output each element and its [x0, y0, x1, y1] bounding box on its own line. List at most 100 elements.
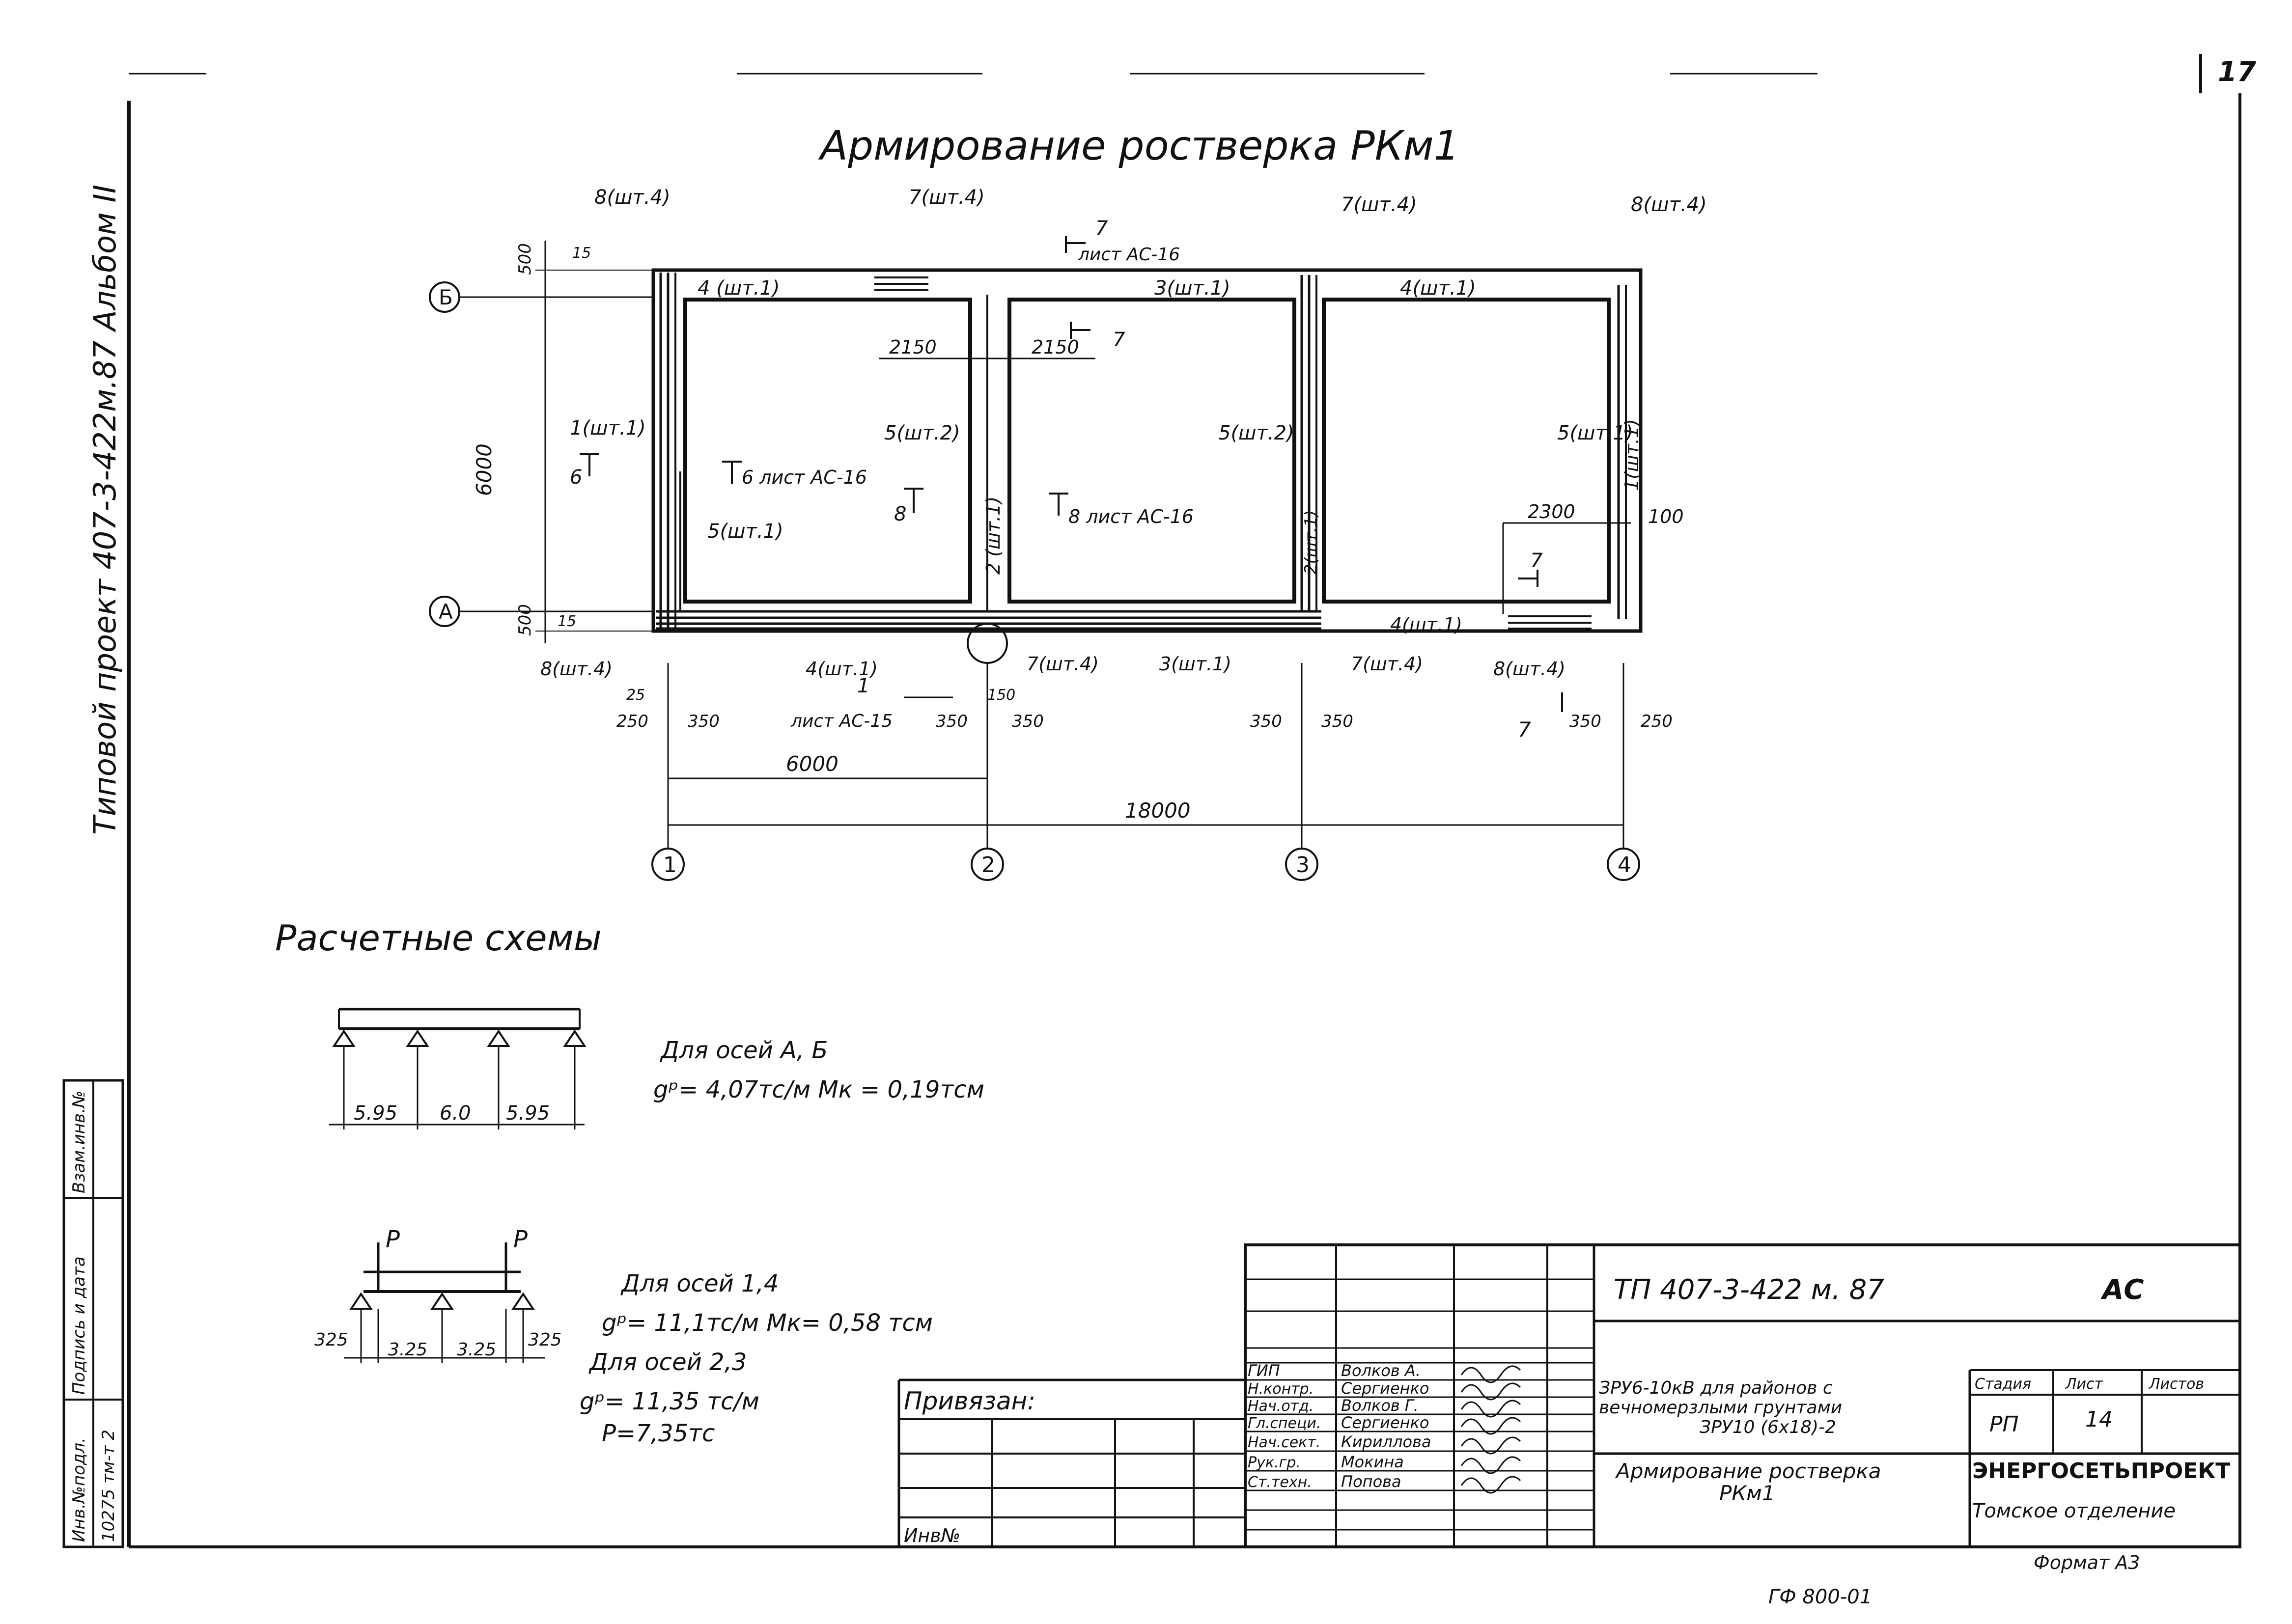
- mark-5-mid-1: 5(шт.2): [884, 422, 960, 444]
- dim-350-6: 350: [1569, 712, 1601, 731]
- title-block: [897, 1243, 2241, 1548]
- section-8-sheet: 8 лист АС-16: [1068, 506, 1194, 527]
- dim-25: 25: [626, 687, 645, 704]
- dim-2150-right: 2150: [1032, 336, 1079, 358]
- mark-4-top-1: 4 (шт.1): [698, 277, 780, 300]
- axis-number-3: 3: [1296, 853, 1310, 878]
- section-6-left: 6: [570, 466, 582, 489]
- tb-name-1: Волков А.: [1341, 1361, 1421, 1380]
- dim-6000-horizontal: 6000: [786, 752, 839, 776]
- mark-3-bottom: 3(шт.1): [1159, 653, 1231, 675]
- dim-18000: 18000: [1125, 798, 1191, 823]
- scheme1-span-1: 5.95: [354, 1102, 397, 1125]
- tb-role-4: Гл.специ.: [1248, 1415, 1321, 1432]
- tb-section: АС: [2100, 1274, 2144, 1306]
- scheme2-load-14: gᵖ= 11,1тс/м Мк= 0,58 тсм: [602, 1309, 933, 1337]
- scheme1-axes: Для осей А, Б: [660, 1037, 828, 1064]
- section-markers: [580, 236, 1563, 712]
- mark-1-right: 1(шт.1): [1621, 419, 1643, 491]
- tb-company: ЭНЕРГОСЕТЬПРОЕКТ: [1972, 1459, 2230, 1484]
- tb-sheet: 14: [2085, 1407, 2113, 1432]
- mark-2-vertical: 2 (шт.1): [982, 496, 1004, 575]
- tb-inv: Инв№: [904, 1525, 960, 1546]
- side-inv-number: 10275 тм-т 2: [99, 1430, 118, 1542]
- scheme1-load: gᵖ= 4,07тс/м Мк = 0,19тсм: [653, 1076, 984, 1103]
- mark-8-bottom-right: 8(шт.4): [1493, 658, 1565, 680]
- side-field-replace: Взам.инв.№: [69, 1091, 89, 1193]
- dim-250-right: 250: [1641, 712, 1673, 731]
- tb-role-5: Нач.сект.: [1248, 1434, 1320, 1451]
- section-7-top: 7: [1095, 217, 1108, 240]
- tb-role-6: Рук.гр.: [1248, 1454, 1301, 1471]
- dim-500-top: 500: [515, 243, 535, 275]
- scheme2-load-23: gᵖ= 11,35 тс/м: [580, 1388, 759, 1415]
- section-1: 1: [857, 675, 869, 697]
- scheme1-span-2: 6.0: [440, 1102, 471, 1125]
- mark-4-top-2: 4(шт.1): [1400, 277, 1476, 300]
- dim-100: 100: [1648, 506, 1684, 527]
- section-1-sheet: лист АС-15: [790, 711, 893, 731]
- side-stamp: [62, 1079, 124, 1548]
- mark-7-top-right: 7(шт.4): [1341, 193, 1417, 216]
- tb-role-3: Нач.отд.: [1248, 1398, 1314, 1415]
- dim-500-bottom: 500: [515, 604, 535, 636]
- tb-role-2: Н.контр.: [1248, 1380, 1314, 1398]
- tb-object-line-1: ЗРУ6-10кВ для районов с: [1599, 1378, 1833, 1398]
- calc-scheme-2: [344, 1242, 545, 1363]
- mark-5-mid-2: 5(шт.2): [1218, 422, 1294, 444]
- side-field-inv: Инв.№подл.: [69, 1437, 89, 1542]
- tb-format: Формат А3: [2034, 1552, 2140, 1573]
- scheme2-load-p-right: P: [513, 1226, 528, 1253]
- drawing-title: Армирование ростверка РКм1: [818, 123, 1459, 169]
- calc-scheme-1: [329, 1008, 587, 1129]
- axis-bubbles: [429, 281, 1640, 881]
- dim-2150-left: 2150: [889, 336, 937, 358]
- mark-5-right: 5(шт.1): [1557, 422, 1633, 444]
- mark-7-top-left: 7(шт.4): [909, 186, 985, 209]
- dim-2300: 2300: [1528, 501, 1575, 523]
- section-7-mid: 7: [1113, 329, 1125, 351]
- dim-350-4: 350: [1250, 712, 1282, 731]
- axis-number-2: 2: [981, 853, 995, 878]
- tb-name-5: Кириллова: [1341, 1432, 1431, 1451]
- dim-15-bottom: 15: [558, 613, 576, 630]
- dim-15-top: 15: [572, 245, 591, 262]
- tb-sheet-label: Лист: [2065, 1376, 2104, 1393]
- mark-7-bottom-1: 7(шт.4): [1027, 653, 1099, 675]
- section-8-left: 8: [894, 503, 906, 525]
- tb-bound: Привязан:: [904, 1387, 1035, 1415]
- dimension-lines: [486, 241, 1631, 849]
- tb-sheets-label: Листов: [2149, 1376, 2204, 1393]
- scheme1-span-3: 5.95: [506, 1102, 550, 1125]
- mark-8-top-right: 8(шт.4): [1631, 193, 1707, 216]
- scheme2-axes-14: Для осей 1,4: [620, 1270, 779, 1297]
- scheme2-axes-23: Для осей 2,3: [588, 1349, 747, 1376]
- scheme2-span-4: 325: [528, 1330, 562, 1350]
- section-7-right: 7: [1530, 550, 1543, 572]
- tb-name-3: Волков Г.: [1341, 1396, 1419, 1415]
- side-field-sign: Подпись и дата: [69, 1256, 89, 1395]
- tb-object-line-3: ЗРУ10 (6х18)-2: [1700, 1417, 1836, 1437]
- mark-3-top: 3(шт.1): [1154, 277, 1230, 300]
- dim-350-5: 350: [1321, 712, 1353, 731]
- mark-5-left: 5(шт.1): [707, 520, 783, 543]
- side-project-label: Типовой проект 407-3-422м.87 Альбом II: [87, 185, 123, 835]
- tb-branch: Томское отделение: [1972, 1500, 2176, 1522]
- axis-number-4: 4: [1618, 853, 1631, 878]
- scheme2-span-1: 325: [314, 1330, 348, 1350]
- section-7-top-sheet: лист АС-16: [1078, 245, 1180, 265]
- tb-name-6: Мокина: [1341, 1453, 1404, 1471]
- tb-stage: РП: [1989, 1412, 2019, 1437]
- dim-6000-vertical: 6000: [472, 443, 496, 496]
- mark-1-left: 1(шт.1): [570, 417, 646, 440]
- dim-350-2: 350: [936, 712, 968, 731]
- dim-350-3: 350: [1012, 712, 1044, 731]
- mark-8-top-left: 8(шт.4): [594, 186, 671, 209]
- mark-7-bottom-2: 7(шт.4): [1351, 653, 1423, 675]
- section-7-bottom: 7: [1518, 717, 1531, 742]
- scheme2-load-p-left: P: [386, 1226, 400, 1253]
- scheme2-span-3: 3.25: [457, 1340, 496, 1360]
- scheme2-span-2: 3.25: [388, 1340, 427, 1360]
- tb-role-1: ГИП: [1248, 1361, 1280, 1380]
